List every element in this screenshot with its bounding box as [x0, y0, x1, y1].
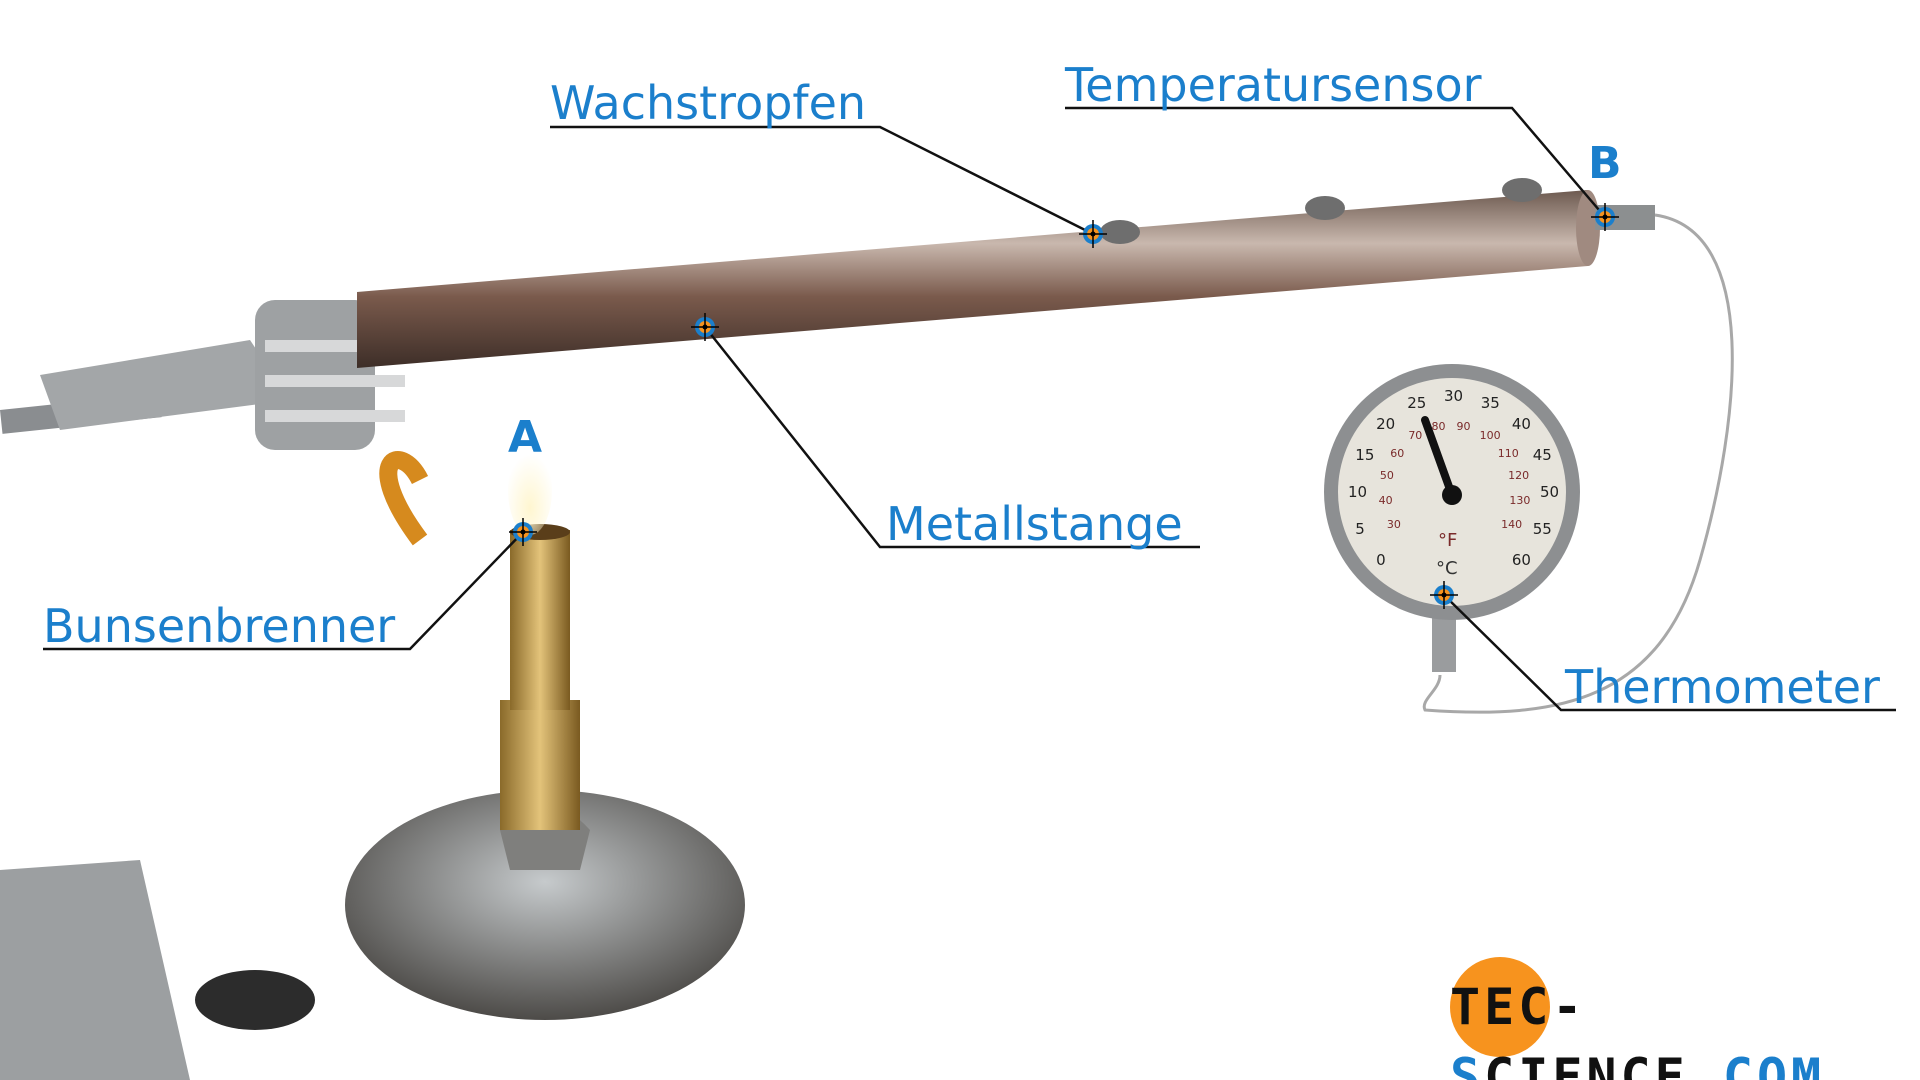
- fahrenheit-tick-label: 40: [1378, 494, 1393, 508]
- celsius-tick-label: 30: [1444, 387, 1464, 405]
- celsius-tick-label: 55: [1532, 519, 1552, 538]
- point-a-label: A: [508, 412, 543, 463]
- logo-text-com: .COM: [1688, 1048, 1826, 1080]
- celsius-tick-label: 0: [1376, 550, 1386, 569]
- fahrenheit-tick-label: 110: [1497, 446, 1519, 460]
- leader-lines: [43, 106, 1896, 712]
- fahrenheit-tick-label: 80: [1431, 420, 1446, 434]
- label-thermometer: Thermometer: [1565, 660, 1880, 714]
- celsius-tick-label: 60: [1511, 550, 1531, 569]
- label-metallstange: Metallstange: [886, 497, 1183, 551]
- fahrenheit-tick-label: 130: [1509, 494, 1531, 508]
- point-b-label: B: [1588, 138, 1622, 189]
- bunsen-burner: [345, 445, 745, 1020]
- sensor-wire: [1422, 213, 1734, 714]
- dial-unit-f: °F: [1438, 530, 1458, 551]
- logo-text-s: S: [1450, 1048, 1485, 1080]
- metal-rod: [357, 190, 1588, 368]
- label-temperatursensor: Temperatursensor: [1065, 58, 1482, 112]
- fahrenheit-tick-label: 120: [1508, 469, 1530, 483]
- celsius-tick-label: 50: [1540, 483, 1560, 501]
- fahrenheit-tick-label: 100: [1479, 429, 1501, 443]
- wax-drop: [1100, 220, 1140, 244]
- target-markers: [509, 203, 1619, 609]
- fahrenheit-tick-label: 140: [1501, 518, 1523, 531]
- label-bunsenbrenner: Bunsenbrenner: [43, 599, 396, 653]
- dial-unit-c: °C: [1436, 558, 1458, 579]
- celsius-tick-label: 45: [1532, 446, 1552, 465]
- celsius-tick-label: 20: [1376, 415, 1396, 434]
- celsius-tick-label: 40: [1511, 415, 1531, 434]
- logo-text-tec: TEC-: [1450, 978, 1587, 1036]
- wax-drop: [1305, 196, 1345, 220]
- tec-science-logo: TEC- SCIENCE.COM: [1450, 957, 1920, 1080]
- fahrenheit-tick-label: 70: [1408, 429, 1423, 443]
- logo-circle: [1450, 957, 1550, 1057]
- fahrenheit-tick-label: 50: [1379, 469, 1394, 483]
- logo-text-cience: CIENCE: [1484, 1048, 1689, 1080]
- wax-drop: [1502, 178, 1542, 202]
- fahrenheit-tick-label: 90: [1456, 420, 1471, 434]
- celsius-tick-label: 15: [1355, 446, 1375, 465]
- dial-thermometer: [1324, 364, 1580, 672]
- label-wachstropfen: Wachstropfen: [550, 76, 867, 130]
- fahrenheit-tick-label: 30: [1386, 518, 1401, 531]
- celsius-tick-label: 10: [1348, 483, 1368, 501]
- celsius-tick-label: 35: [1480, 394, 1500, 413]
- clamp: [0, 300, 405, 450]
- fahrenheit-tick-label: 60: [1390, 446, 1405, 460]
- celsius-tick-label: 25: [1407, 394, 1427, 413]
- celsius-tick-label: 5: [1355, 519, 1365, 538]
